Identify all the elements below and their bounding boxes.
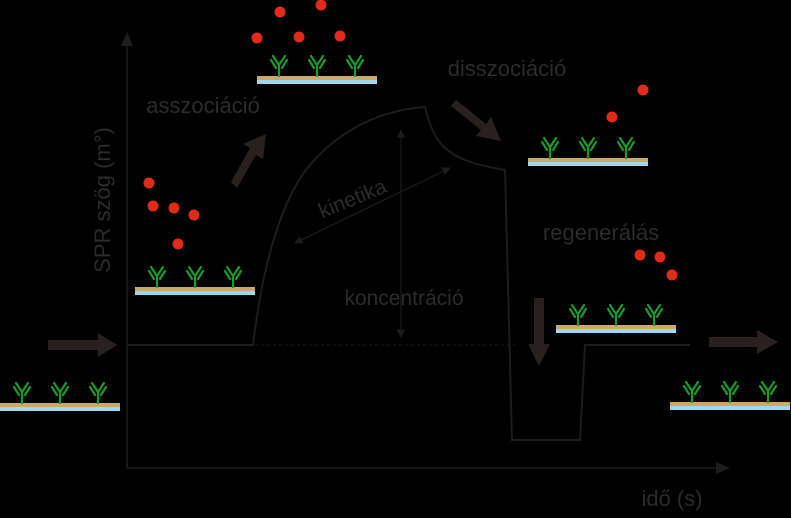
analyte-sphere-icon [143, 177, 155, 189]
sensor-chip-initial [0, 383, 120, 411]
analyte-molecules [143, 0, 678, 281]
sensor-chip-association-start [135, 267, 255, 295]
y-axis-label: SPR szög (m°) [90, 127, 115, 273]
regeneration-label: regenerálás [543, 220, 659, 245]
sensor-chip-association-peak [257, 56, 377, 84]
analyte-sphere-icon [188, 209, 200, 221]
analyte-sphere-icon [147, 200, 159, 212]
dissociation-label: disszociáció [448, 56, 567, 81]
association-label: asszociáció [146, 93, 260, 118]
analyte-sphere-icon [168, 202, 180, 214]
sensor-chip-regeneration [556, 305, 676, 333]
concentration-label: koncentráció [344, 287, 463, 310]
analyte-sphere-icon [666, 269, 678, 281]
x-axis-label: idő (s) [641, 486, 702, 511]
y-axis-arrowhead-icon [121, 32, 133, 46]
analyte-sphere-icon [172, 238, 184, 250]
axes [121, 32, 730, 474]
x-axis-arrowhead-icon [716, 462, 730, 474]
analyte-sphere-icon [606, 111, 618, 123]
kinetics-arrow [294, 167, 451, 244]
analyte-sphere-icon [654, 251, 666, 263]
analyte-sphere-icon [634, 249, 646, 261]
association-arrow-icon [231, 134, 266, 188]
analyte-sphere-icon [251, 32, 263, 44]
analyte-sphere-icon [315, 0, 327, 11]
analyte-sphere-icon [637, 84, 649, 96]
analyte-sphere-icon [293, 31, 305, 43]
dissociation-arrow-icon [451, 100, 501, 141]
sensorgram-curve [127, 105, 690, 441]
analyte-sphere-icon [334, 30, 346, 42]
inflow-arrow-icon [48, 333, 117, 357]
outflow-arrow-icon [709, 330, 778, 354]
sensor-chip-final [670, 382, 790, 410]
kinetics-label: kinetika [315, 175, 390, 223]
sensor-chip-dissociation [528, 138, 648, 166]
flow-arrows [48, 100, 778, 366]
analyte-sphere-icon [274, 6, 286, 18]
regeneration-arrow-icon [528, 298, 550, 366]
